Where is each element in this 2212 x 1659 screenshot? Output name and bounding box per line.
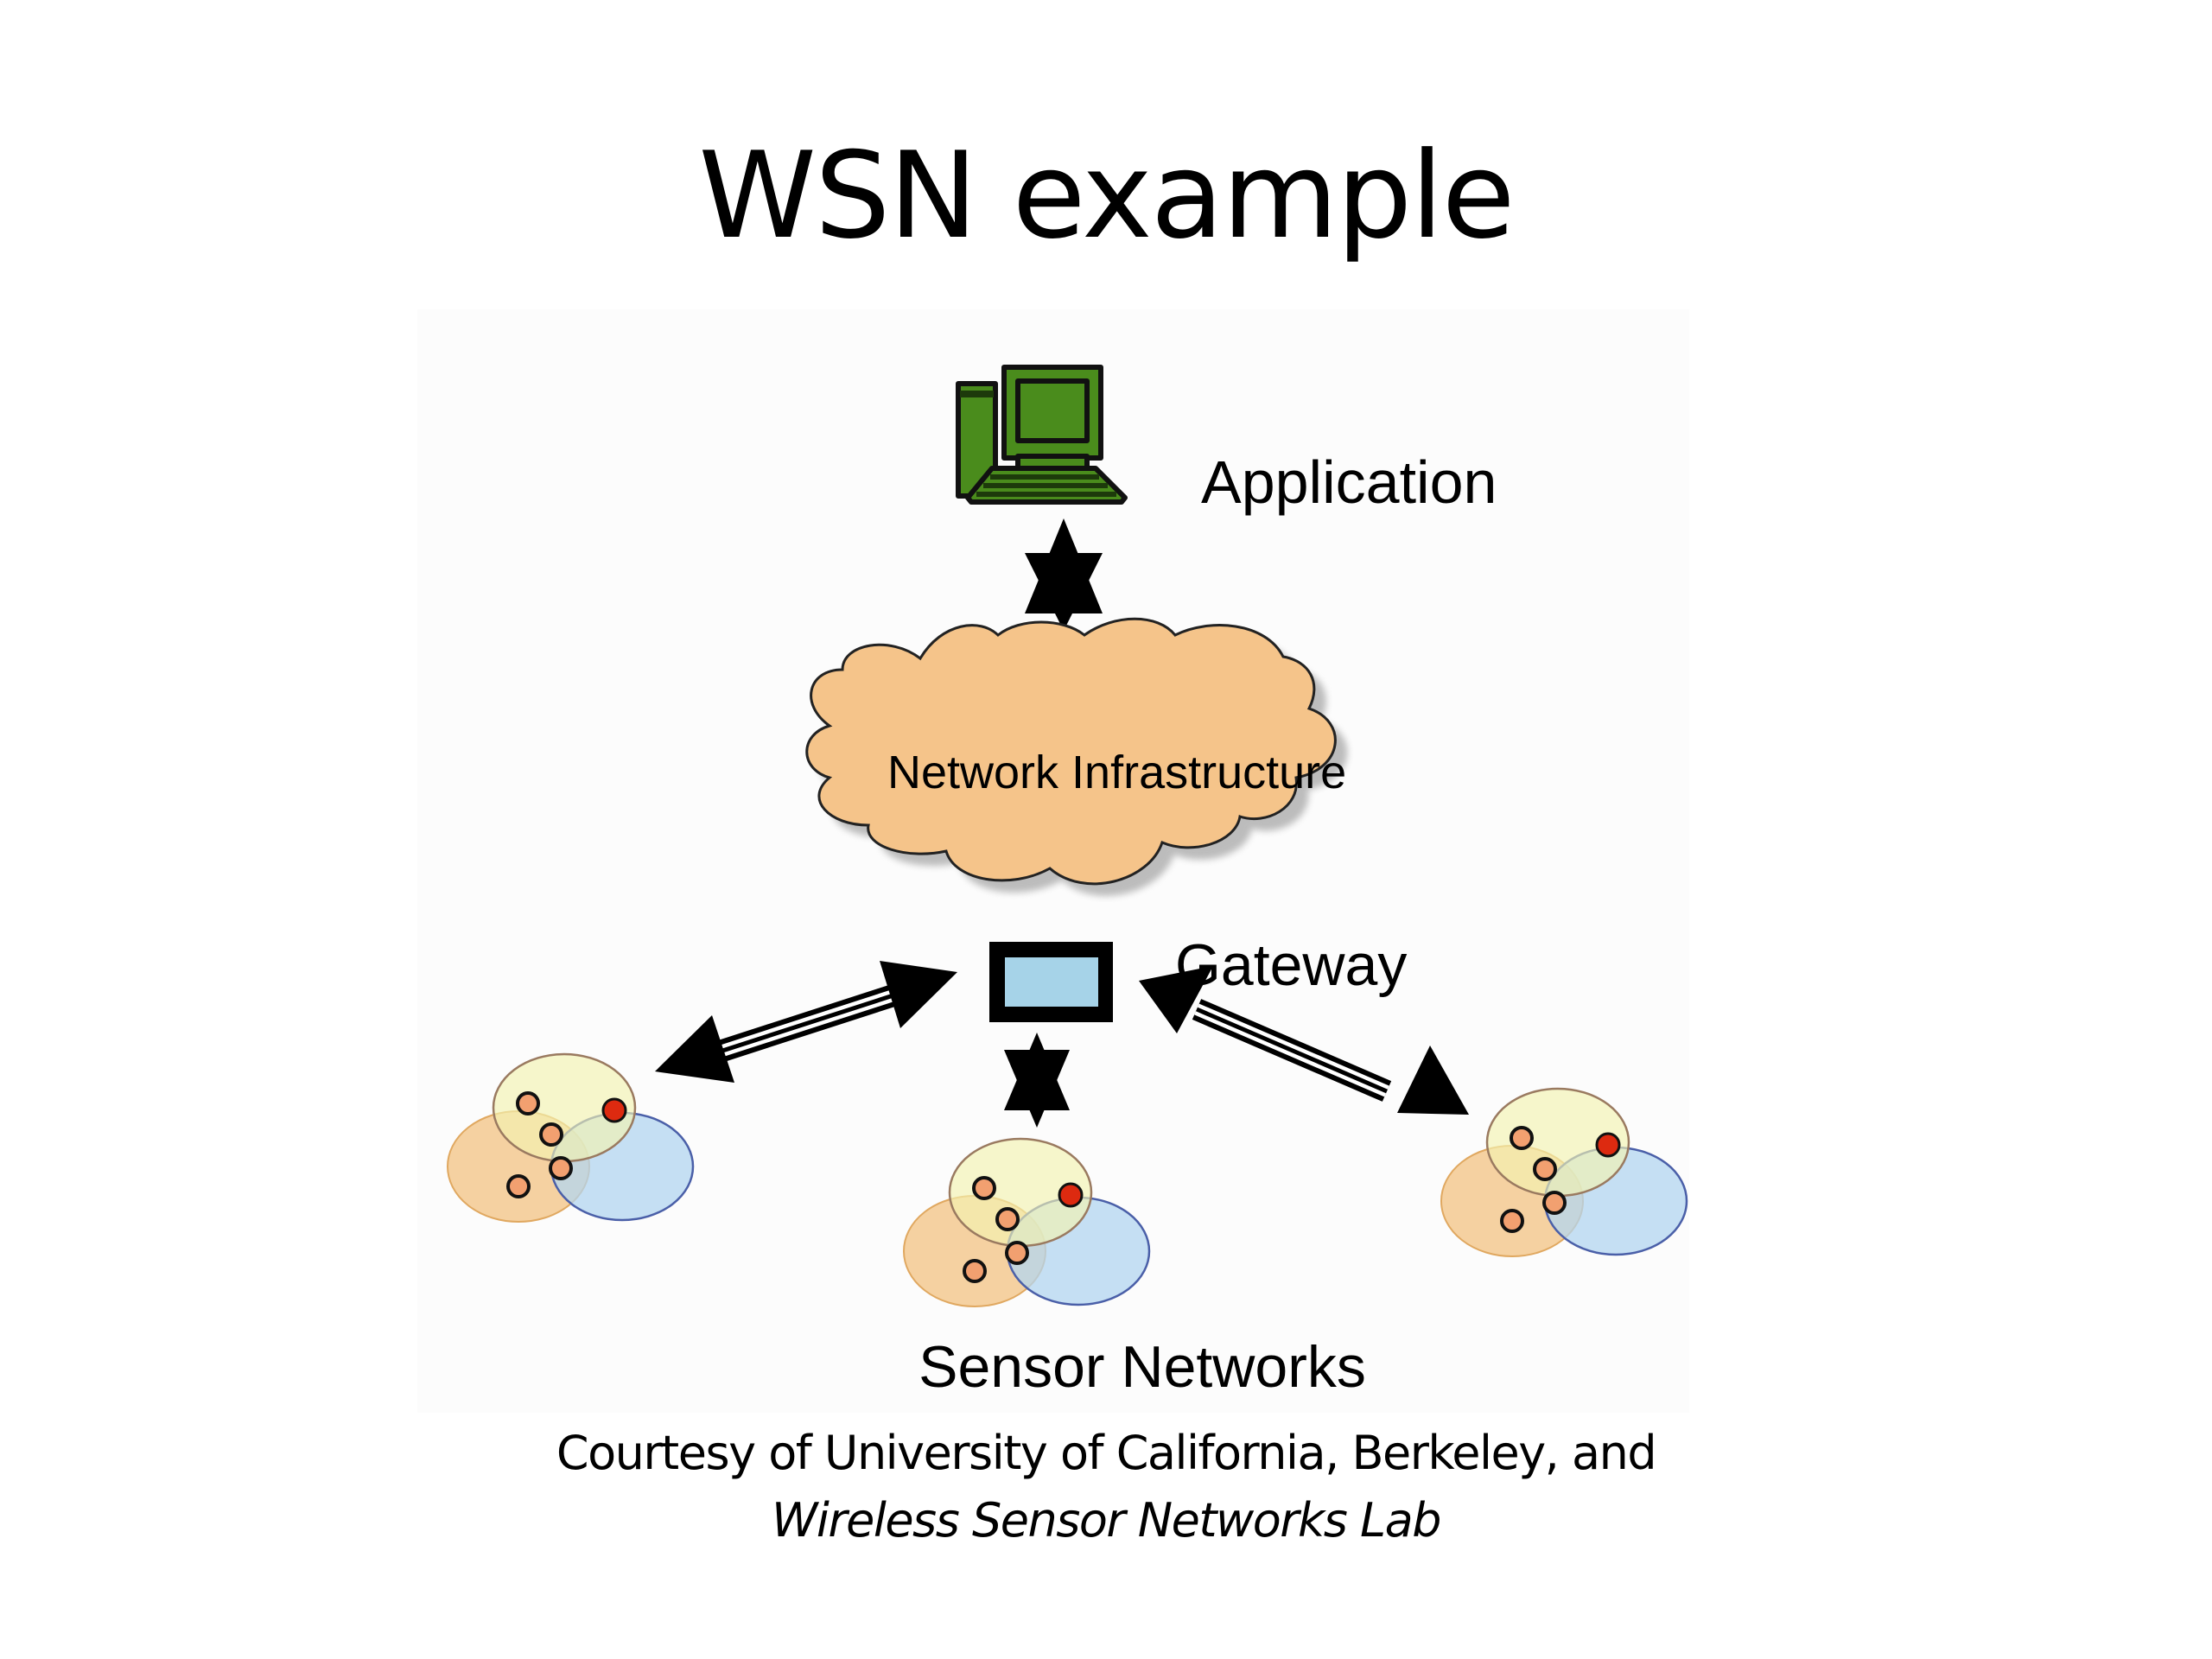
sensor-node-icon xyxy=(516,1091,540,1116)
sensor-networks-label: Sensor Networks xyxy=(918,1334,1366,1400)
bidirectional-arrow-icon xyxy=(1025,518,1103,631)
sink-node-icon xyxy=(1058,1182,1084,1208)
sensor-node-icon xyxy=(963,1259,987,1283)
application-label: Application xyxy=(1201,448,1497,516)
computer-icon xyxy=(956,365,1128,505)
sensor-cluster-right xyxy=(1440,1087,1688,1257)
sensor-node-icon xyxy=(506,1174,531,1198)
sensor-node-icon xyxy=(972,1176,996,1200)
gateway-box-icon xyxy=(989,942,1113,1022)
bidirectional-arrow-icon xyxy=(655,961,957,1083)
sensor-node-icon xyxy=(1510,1126,1534,1150)
sensor-node-icon xyxy=(1005,1241,1029,1265)
caption-lab: Wireless Sensor Networks Lab xyxy=(772,1493,1441,1548)
bidirectional-arrow-icon xyxy=(1139,966,1469,1115)
sensor-node-icon xyxy=(1542,1191,1567,1215)
sensor-node-icon xyxy=(539,1122,563,1147)
sensor-cluster-left xyxy=(447,1052,695,1223)
cloud-icon xyxy=(805,617,1348,896)
sensor-node-icon xyxy=(1533,1157,1557,1181)
network-infrastructure-label: Network Infrastructure xyxy=(887,747,1346,798)
sensor-cluster-center xyxy=(903,1137,1151,1307)
sensor-node-icon xyxy=(995,1207,1020,1231)
sink-node-icon xyxy=(1595,1132,1621,1158)
caption-credit: Courtesy of University of California, Be… xyxy=(556,1426,1657,1480)
gateway-label: Gateway xyxy=(1175,932,1407,998)
bidirectional-arrow-icon xyxy=(1004,1033,1070,1128)
sensor-node-icon xyxy=(549,1156,573,1180)
sink-node-icon xyxy=(601,1097,627,1123)
slide-title: WSN example xyxy=(698,126,1515,265)
sensor-node-icon xyxy=(1500,1209,1524,1233)
